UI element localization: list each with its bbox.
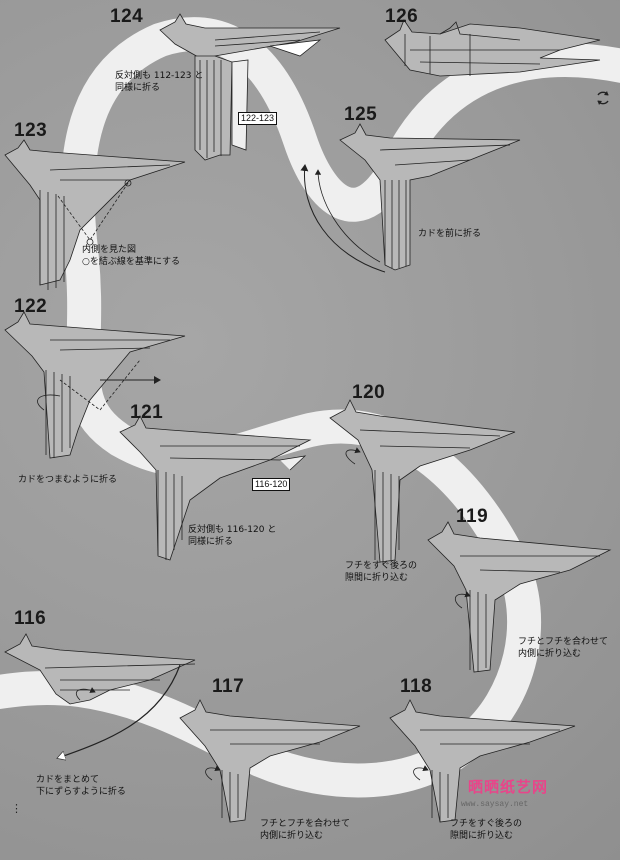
step-number-122: 122 (14, 296, 48, 317)
note-step-119: フチとフチを合わせて 内側に折り込む (518, 637, 609, 659)
figure-step-117 (179, 699, 361, 823)
note-step-118: フチをすぐ後ろの 隙間に折り込む (450, 819, 523, 841)
step-number-118: 118 (400, 676, 433, 697)
note-step-122: カドをつまむように折る (18, 475, 118, 485)
figure-step-123 (4, 139, 186, 290)
step-number-116: 116 (14, 608, 47, 629)
step-ref-116-120: 116-120 (252, 478, 291, 491)
note-step-123: 内側を見た図 ○を結ぶ線を基準にする (82, 245, 180, 267)
figure-step-121 (119, 415, 312, 561)
arrow-step-116 (58, 664, 181, 758)
figure-step-119 (427, 521, 612, 673)
step-number-120: 120 (352, 382, 386, 403)
figure-step-118 (389, 699, 576, 823)
step-number-126: 126 (385, 6, 419, 27)
rotate-icon (594, 89, 612, 111)
note-step-116: カドをまとめて 下にずらすように折る (36, 775, 126, 797)
step-ref-122-123: 122-123 (238, 112, 278, 125)
step-number-124: 124 (110, 6, 144, 27)
step-number-123: 123 (14, 120, 48, 141)
arrow-step-125 (300, 164, 386, 273)
continuation-dots: ⋮ (11, 802, 22, 815)
note-step-117: フチとフチを合わせて 内側に折り込む (260, 819, 351, 841)
step-number-121: 121 (130, 402, 164, 423)
note-step-121: 反対側も 116-120 と 同様に折る (188, 525, 277, 547)
figure-step-124 (159, 13, 341, 161)
step-number-119: 119 (456, 506, 489, 527)
note-step-120: フチをすぐ後ろの 隙間に折り込む (345, 561, 418, 583)
figure-step-120 (329, 399, 516, 565)
step-number-117: 117 (212, 676, 245, 697)
figure-step-122 (4, 311, 186, 459)
figure-step-116 (4, 633, 196, 705)
watermark-brand: 晒晒纸艺网 (468, 778, 549, 796)
step-number-125: 125 (344, 104, 378, 125)
note-step-125: カドを前に折る (418, 229, 482, 239)
figure-step-125 (339, 123, 521, 271)
watermark-url: www.saysay.net (461, 800, 529, 809)
note-step-124: 反対側も 112-123 と 同様に折る (115, 71, 204, 93)
figure-step-126 (384, 19, 601, 77)
